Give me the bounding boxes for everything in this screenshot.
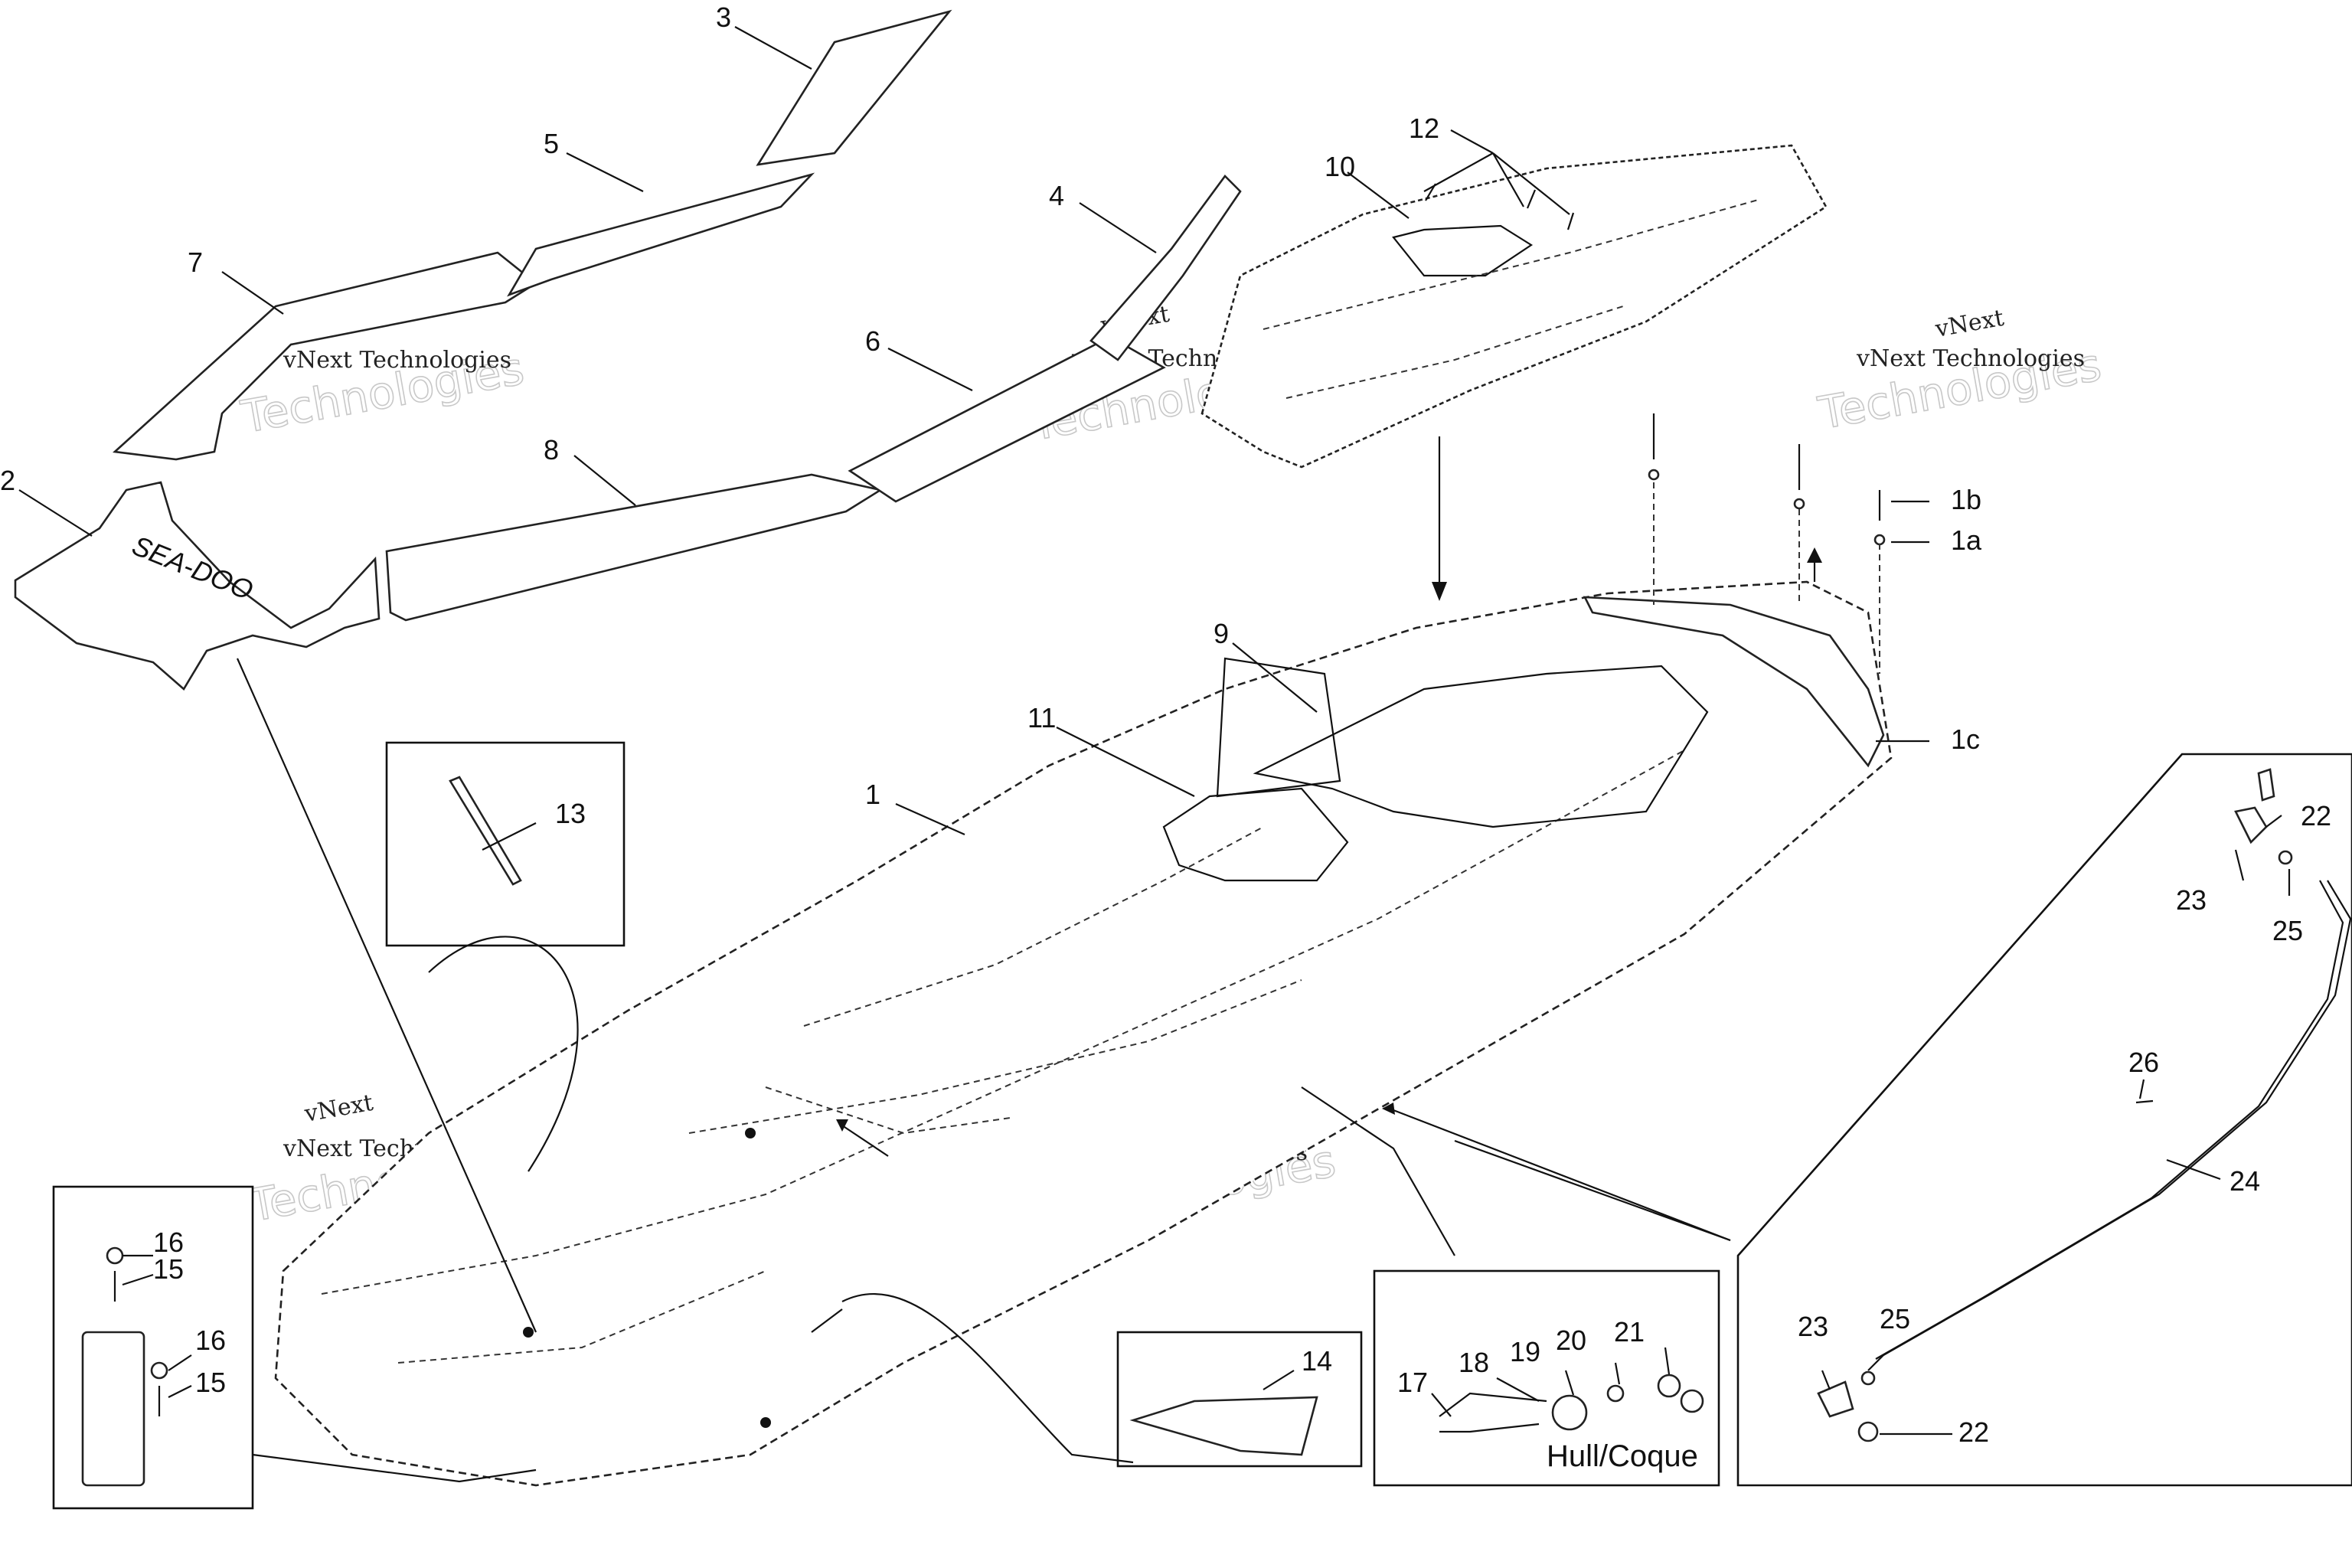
callout-23b: 23 bbox=[1798, 1311, 1828, 1342]
callout-22b: 22 bbox=[1958, 1416, 1989, 1448]
callout-24: 24 bbox=[2230, 1165, 2260, 1197]
callout-3: 3 bbox=[716, 2, 731, 33]
mat-right-4 bbox=[1089, 175, 1242, 361]
callout-1a: 1a bbox=[1951, 524, 1982, 556]
callout-14: 14 bbox=[1302, 1345, 1332, 1377]
deck-10 bbox=[1200, 144, 1828, 469]
callout-7: 7 bbox=[188, 247, 203, 278]
arrow-heads bbox=[523, 547, 1822, 1428]
callout-13: 13 bbox=[555, 798, 586, 829]
inset-box-17-21 bbox=[1373, 1269, 1720, 1487]
callout-1c: 1c bbox=[1951, 724, 1980, 755]
callout-19: 19 bbox=[1510, 1336, 1540, 1367]
callout-18: 18 bbox=[1459, 1347, 1489, 1378]
callout-8: 8 bbox=[544, 434, 559, 466]
inset-box-13 bbox=[385, 741, 626, 947]
callout-4: 4 bbox=[1049, 180, 1064, 211]
callout-1: 1 bbox=[865, 779, 880, 810]
callout-20: 20 bbox=[1556, 1325, 1586, 1356]
callout-22a: 22 bbox=[2301, 800, 2331, 831]
callout-10: 10 bbox=[1325, 151, 1355, 182]
callout-17: 17 bbox=[1397, 1367, 1428, 1398]
mat-right-6 bbox=[848, 335, 1166, 503]
callout-25b: 25 bbox=[1880, 1303, 1910, 1334]
watermark-top-right: Technologies vNext vNext Technologies bbox=[1814, 305, 2105, 440]
callout-12: 12 bbox=[1409, 113, 1439, 144]
inset-box-15-16 bbox=[52, 1185, 254, 1510]
inset-box-22-26 bbox=[1736, 753, 2352, 1487]
mat-right-8 bbox=[385, 473, 884, 622]
callout-25a: 25 bbox=[2272, 915, 2303, 946]
callout-16b: 16 bbox=[195, 1325, 226, 1356]
mat-left-5 bbox=[507, 172, 815, 297]
svg-text:vNext: vNext bbox=[1932, 305, 2006, 343]
leader-lines bbox=[18, 26, 2291, 1483]
hull-1 bbox=[274, 580, 1893, 1487]
callout-23a: 23 bbox=[2176, 884, 2207, 916]
callout-labels: 3 5 7 4 6 8 2 10 12 1b 1a 1c 9 11 1 13 1… bbox=[0, 2, 2331, 1473]
svg-text:vNext Technologies: vNext Technologies bbox=[1856, 345, 2085, 372]
mat-left-3 bbox=[756, 9, 952, 166]
callout-2: 2 bbox=[0, 465, 15, 496]
mat-left-7 bbox=[113, 251, 538, 461]
callout-15b: 15 bbox=[195, 1367, 226, 1398]
callout-15a: 15 bbox=[153, 1253, 184, 1285]
svg-text:vNext: vNext bbox=[302, 1089, 375, 1128]
mat-front-2: SEA-DOO bbox=[14, 481, 381, 691]
bolt-1b bbox=[1648, 413, 1886, 674]
callout-11: 11 bbox=[1027, 702, 1056, 733]
hull-coque-label: Hull/Coque bbox=[1547, 1439, 1698, 1473]
callout-5: 5 bbox=[544, 128, 559, 159]
callout-16a: 16 bbox=[153, 1227, 184, 1258]
callout-6: 6 bbox=[865, 325, 880, 357]
inset-box-14 bbox=[1116, 1331, 1363, 1468]
callout-1b: 1b bbox=[1951, 484, 1981, 515]
svg-text:vNext Technologies: vNext Technologies bbox=[283, 347, 511, 374]
callout-26: 26 bbox=[2128, 1047, 2159, 1078]
callout-21: 21 bbox=[1614, 1316, 1645, 1348]
callout-9: 9 bbox=[1214, 618, 1229, 649]
